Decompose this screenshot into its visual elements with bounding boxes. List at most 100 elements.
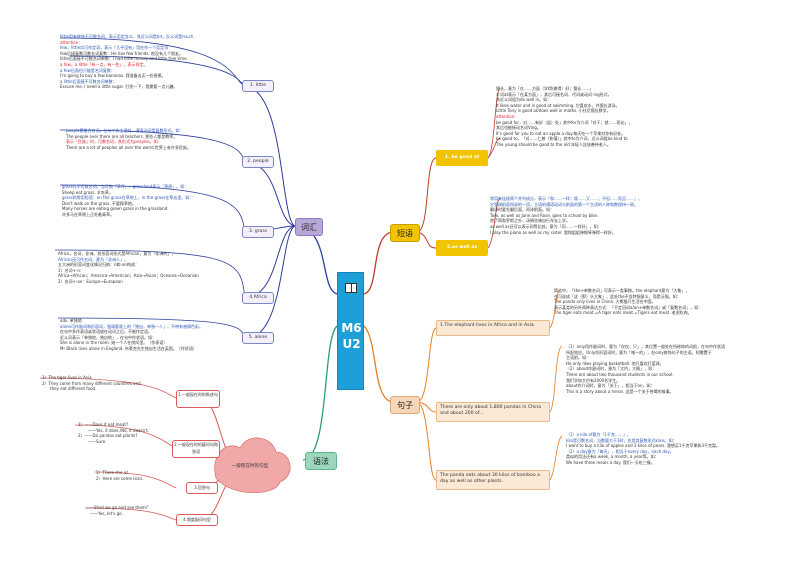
africa-line-3: 1）名词+-n：	[58, 267, 84, 273]
goodat-line-10: be good to，「对……仁慈（和蔼）」其中to为介词，近义词组be kin…	[496, 136, 628, 142]
kilos-line-1: kilo是可数名词，当数量大于1时，应用其复数形式kilos。如：	[566, 437, 677, 443]
vocab-text-little: little用来修饰不可数名词，表示否定含义，其近义词是bit，反义词是much…	[60, 34, 195, 90]
aswell-line-6: I play the piano as well as my sister. 我…	[490, 229, 616, 235]
grammar-center[interactable]: 一般现在时的句型	[231, 464, 269, 469]
aswell-line-0: 常用来连接两个并列成分，表示「和……一样；既……又……；不但……而且……」。	[490, 196, 642, 201]
phrase-text-good-at: 擅长，意为「在……方面（学得/做得）好；擅长……」 介词at表示「在某方面」，其…	[496, 86, 633, 148]
little-line-0: little用来修饰不可数名词，表示否定含义，其近义词是bit，反义词是much…	[60, 34, 195, 39]
grammar-text-1: 1）The tiger lives in Asia. 2）They come f…	[42, 375, 141, 392]
phrase-node-as-well-as[interactable]: 2.as well as	[436, 240, 488, 256]
elephant-line-0: 简洁中，「the+单数名词」可表示一类事物。the elephant意为「大象」…	[554, 288, 690, 293]
goodat-line-8: 其后也能接动名词Ving。	[496, 125, 541, 131]
vocab-node-people[interactable]: 2. people	[242, 156, 274, 168]
goodat-line-9: It's good for you to eat an apple a day.…	[496, 130, 626, 136]
vocab-node-alone[interactable]: 5. alone	[242, 332, 274, 344]
kilos-line-3: （2）a day意为「每天」，相当于every day，each day。	[566, 448, 674, 454]
goodat-line-0: 擅长，意为「在……方面（学得/做得）好；擅长……」	[496, 86, 594, 91]
vocab-node-little[interactable]: 1. little	[242, 80, 274, 92]
vocab-node-grass[interactable]: 3. grass	[242, 226, 274, 238]
pandas-line-1: 所起效应。Only作形容词时，意为「唯一的」，在only修饰句子的主语，则需置于	[566, 349, 712, 355]
africa-line-2: 五大洲的形容词变化情况归纳：n和-an构成：	[58, 262, 139, 268]
phrase-text-as-well-as: 常用来连接两个并列成分，表示「和……一样；既……又……；不但……而且……」。 它…	[490, 196, 642, 235]
sentence-node-kilos[interactable]: The panda eats about 30 kilos of bamboo …	[436, 470, 550, 490]
alone-line-5: Mr Black lives alone in England. 布莱克先生独自…	[60, 345, 197, 351]
grammar-node-3[interactable]: 3.回答句	[186, 482, 218, 494]
vocab-text-africa: Africa，名词，非洲。其形容词形式是African，意为「非洲的」， Afr…	[58, 251, 199, 285]
people-line-2: 表示「民族」时，可数名词，其形式为peoples。如：	[66, 139, 162, 145]
grass-line-2: grass的常用短语：on the grass在草地上，in the grass…	[62, 195, 194, 201]
alone-line-0: adv. 单独地	[60, 318, 82, 323]
little-line-9: a little后面接不可数名词单数：	[60, 78, 117, 84]
pandas-line-4: （2）about作副词时，意为「大约，大概」，如：	[566, 366, 657, 372]
people-line-3: There are a lot of peoples all over the …	[66, 144, 191, 150]
pandas-line-6: 我们学校大约有2000名学生。	[566, 377, 621, 383]
g4-line-1: ——Yes, let's go.	[90, 510, 123, 516]
pandas-line-5: There are about two thousand students in…	[566, 371, 674, 377]
alone-line-1: alone可作副词和形容词，强调客观上的「独自，单独一人」，不带有感情色彩。	[60, 323, 204, 329]
vocab-text-grass: grass作不可数名词，当可指「草坪」，grassland表示「草原」。如： S…	[62, 184, 193, 218]
grass-line-3: Don't walk on the grass. 不要踩草地。	[62, 200, 136, 206]
aswell-line-2: 翻译时要先翻后面，再译前面。如：	[490, 207, 554, 213]
g1-line-1: 2）They come from many different countrie…	[42, 380, 141, 386]
goodat-line-2: 其近义词组为do well in。如：	[496, 97, 552, 103]
sentence-text-pandas: （1）only用作副词时，意为「仅仅；只」，其位置一般处在所修饰的词前，在句中作…	[566, 344, 725, 394]
africa-line-0: Africa，名词，非洲。其形容词形式是African，意为「非洲的」，	[58, 251, 176, 256]
vocab-text-people: people是集合名词，在句中作主语时，谓语动词用复数形式。如： The peo…	[66, 128, 191, 150]
phrase-node-good-at[interactable]: 1. be good at	[436, 150, 488, 166]
grammar-node-4[interactable]: 4.频度副词句型	[176, 514, 218, 526]
aswell-line-3: Tom, as well as Jane and Rose, goes to s…	[490, 212, 599, 218]
topic-phrases[interactable]: 短语	[390, 224, 420, 242]
goodat-line-1: 介词at表示「在某方面」，其后可接名词、代词或动词-ing形式，	[496, 91, 612, 97]
g1-line-2: they eat different food.	[50, 386, 97, 392]
g2-line-3: ——Sure.	[88, 438, 107, 444]
topic-grammar[interactable]: 语法	[305, 452, 337, 470]
sentence-text-elephant: 简洁中，「the+单数名词」可表示一类事物。the elephant意为「大象」…	[554, 288, 702, 316]
g2-line-1: ——Yes, it does./No, it doesn't.	[88, 427, 150, 433]
pandas-line-3: He only likes playing basketball. 他只喜欢打篮…	[566, 360, 664, 366]
sentence-node-pandas[interactable]: There are only about 1,800 pandas in Chi…	[436, 402, 550, 422]
kilos-line-2: I want to buy a kilo of apples and 3 kil…	[566, 443, 721, 449]
elephant-line-1: 也可说成「这（那）头大象」，此处the不含特指意义，而是泛指。如：	[554, 293, 681, 299]
grammar-text-2: 1）——Does it eat meat? ——Yes, it does./No…	[78, 422, 149, 444]
topic-vocab[interactable]: 词汇	[295, 218, 323, 236]
pandas-line-0: （1）only用作副词时，意为「仅仅；只」，其位置一般处在所修饰的词前，在句中作…	[566, 344, 726, 349]
grammar-node-1[interactable]: 1.一般现在时的陈述句	[176, 390, 220, 408]
pandas-line-2: 主语前。如：	[566, 355, 590, 361]
little-line-7: a few后面也只能是名词复数：	[60, 67, 115, 73]
grass-line-1: Sheep eat grass. 羊吃草。	[62, 189, 113, 195]
alone-line-4: She is alone in the room. 她一个人在房间里。（作表语）	[60, 340, 168, 346]
vocab-node-africa[interactable]: 4.Africa	[242, 292, 274, 304]
aswell-line-1: 它强调前面所说的一项，主语的谓语动词与前面的第一个主语的人称和数保持一致。	[490, 201, 638, 207]
kilos-line-4: 类似的用法还有a week, a month, a year等。如：	[566, 454, 659, 460]
africa-line-1: African还可作名词，意为「非洲人」。	[58, 256, 128, 262]
people-line-1: The people over there are all teachers. …	[66, 133, 178, 139]
g1-line-0: 1）The tiger lives in Asia.	[42, 375, 93, 380]
goodat-line-3: It likes water and is good at swimming. …	[496, 102, 620, 108]
little-line-10: Excuse me, I need a little sugar. 打扰一下，我…	[60, 84, 178, 90]
g3-line-0: 1）There she is!	[96, 470, 129, 475]
g4-line-0: ——Shall we go and see them?	[86, 505, 148, 510]
grammar-node-2[interactable]: 2.一般现在时的疑问句和答语	[172, 440, 220, 458]
little-line-4: few后接复数可数名词复数：He has few friends. 他没有几个朋…	[60, 50, 183, 56]
center-title-line2: U2	[342, 337, 361, 351]
g2-line-2: 2）——Do pandas eat plants?	[78, 433, 138, 439]
grammar-text-4: ——Shall we go and see them? ——Yes, let's…	[86, 505, 148, 516]
g3-line-1: 2）Here are some lions.	[96, 475, 144, 481]
little-line-5: little后面接不可数名词单数：I had little money and …	[60, 56, 188, 62]
pandas-line-8: This is a story about a heron. 这是一个关于苍鹭的…	[566, 388, 674, 394]
goodat-line-6: attention：	[496, 113, 519, 119]
grass-line-5: 许多马在草原上正吃着青草。	[62, 211, 114, 217]
sentence-node-elephant[interactable]: 1.The elephant lives in Africa and in As…	[436, 320, 550, 336]
little-line-8: I'm going to buy a few bananas. 我准备去买一些香…	[60, 73, 166, 79]
elephant-line-4: The tiger eats meat.=A tiger eats meat.=…	[554, 310, 692, 316]
goodat-line-11: The young should be good to the old.年轻人应…	[496, 141, 611, 147]
kilos-line-0: （1）a kilo of意为「1千克……」，	[566, 432, 631, 437]
people-line-0: people是集合名词，在句中作主语时，谓语动词用复数形式。如：	[66, 128, 184, 133]
kilos-line-5: We have three meals a day. 我们一天吃三餐。	[566, 459, 655, 465]
elephant-line-3: 表示某类的另外两种表达方式：「不定冠词a/an+单数名词」或「复数名词」，如：	[554, 304, 703, 310]
pandas-line-7: about作介词时，意为「关于」，相当于on，如：	[566, 383, 655, 389]
alone-line-2: 在句中多作表语或状语放在动词之后，不能作定语。	[60, 329, 152, 335]
goodat-line-4: Little Tony is good at/does well in math…	[496, 108, 611, 114]
africa-line-5: 2）名词+-an：Europe→European	[58, 278, 123, 284]
topic-sentences[interactable]: 句子	[390, 396, 420, 414]
